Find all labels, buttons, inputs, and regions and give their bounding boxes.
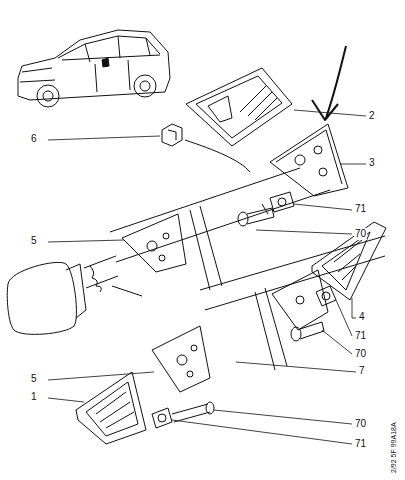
callout-number: 71: [354, 330, 367, 342]
assembly-line: [185, 140, 250, 172]
inner-bezel-1: [76, 372, 146, 444]
car-sketch: [18, 30, 170, 107]
screws-upper: [238, 192, 294, 226]
callout-number: 70: [354, 228, 367, 240]
callout-number: 7: [358, 365, 366, 377]
inner-bezel-2: [186, 68, 292, 146]
mirror-plate-5: [152, 326, 210, 392]
door-frame: [110, 168, 385, 370]
plate-3: [270, 124, 348, 196]
callout-number: 70: [354, 418, 367, 430]
callout-number: 1: [30, 391, 38, 403]
leader-lines: [48, 110, 366, 444]
callout-number: 5: [30, 373, 38, 385]
callout-number: 70: [354, 348, 367, 360]
pointer-arrow: [312, 46, 346, 120]
callout-number: 3: [368, 157, 376, 169]
callout-number: 4: [358, 311, 366, 323]
clip-6: [162, 124, 182, 146]
screws-lower: [291, 286, 336, 341]
callout-number: 71: [354, 203, 367, 215]
plate-7: [272, 270, 328, 330]
callout-number: 71: [354, 438, 367, 450]
callout-number: 2: [368, 110, 376, 122]
mirror: [7, 256, 142, 334]
mirror-plate-5: [122, 214, 186, 272]
drawing-code: 2/92 5F 99A18A: [390, 421, 398, 474]
callout-number: 5: [30, 235, 38, 247]
callout-number: 6: [30, 133, 38, 145]
